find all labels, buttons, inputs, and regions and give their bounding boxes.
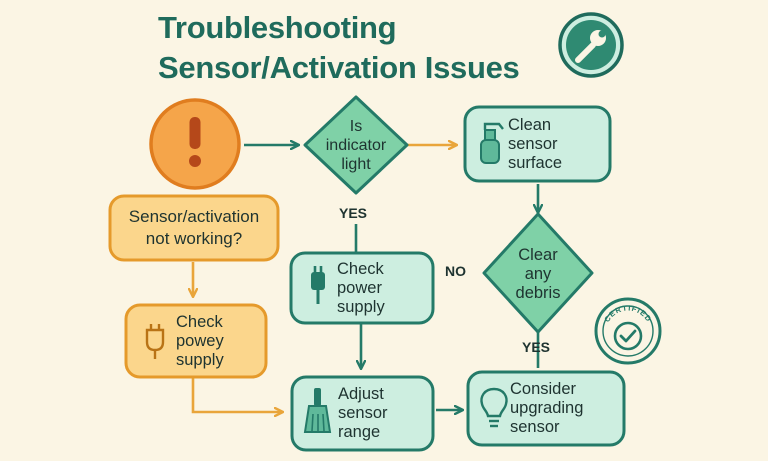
decision-indicator-text-box: Is indicator light bbox=[312, 115, 400, 175]
check-power-teal-text: Check power supply bbox=[337, 259, 385, 316]
wrench-icon bbox=[558, 12, 624, 78]
title-line-1: Troubleshooting bbox=[158, 10, 397, 45]
check-power-teal-node bbox=[289, 251, 435, 325]
check-power-orange-node bbox=[124, 303, 268, 379]
decision-indicator-shape bbox=[303, 95, 409, 195]
decision-debris-text: Clear any debris bbox=[515, 245, 561, 302]
arrow-orange-power-to-adjust bbox=[191, 376, 282, 412]
upgrade-text-box: Consider upgrading sensor bbox=[510, 375, 620, 441]
clean-text-box: Clean sensor surface bbox=[508, 110, 606, 178]
plug-icon bbox=[311, 266, 325, 304]
certified-seal: CERTIFIED bbox=[594, 297, 662, 365]
exclamation-icon bbox=[189, 117, 201, 167]
adjust-node bbox=[290, 375, 435, 452]
problem-text: Sensor/activation not working? bbox=[128, 207, 260, 248]
title-line-2: Sensor/Activation Issues bbox=[158, 50, 520, 85]
adjust-text-box: Adjust sensor range bbox=[338, 380, 430, 446]
no-label: NO bbox=[445, 263, 466, 279]
spray-bottle-icon bbox=[480, 122, 504, 164]
page-title: Troubleshooting Sensor/Activation Issues bbox=[158, 8, 578, 88]
yes-label-1: YES bbox=[339, 205, 368, 221]
problem-text-box: Sensor/activation not working? bbox=[110, 196, 278, 260]
decision-debris-shape bbox=[482, 212, 594, 334]
yes-label-2: YES bbox=[522, 339, 551, 355]
clean-node bbox=[463, 105, 612, 183]
alert-node bbox=[149, 98, 241, 190]
decision-indicator-text: Is indicator light bbox=[325, 117, 387, 173]
decision-debris-text-box: Clear any debris bbox=[496, 243, 580, 305]
upgrade-text: Consider upgrading sensor bbox=[510, 379, 584, 436]
check-power-orange-text: Check powey supply bbox=[176, 312, 224, 369]
check-power-orange-text-box: Check powey supply bbox=[176, 308, 262, 374]
adjust-text: Adjust sensor range bbox=[338, 384, 388, 441]
plug-icon-orange bbox=[145, 324, 165, 359]
clean-text: Clean sensor surface bbox=[508, 115, 563, 172]
check-power-teal-text-box: Check power supply bbox=[337, 256, 429, 320]
upgrade-node bbox=[466, 370, 626, 447]
lightbulb-icon bbox=[480, 387, 508, 428]
brush-icon bbox=[303, 388, 332, 433]
problem-box bbox=[108, 194, 280, 262]
